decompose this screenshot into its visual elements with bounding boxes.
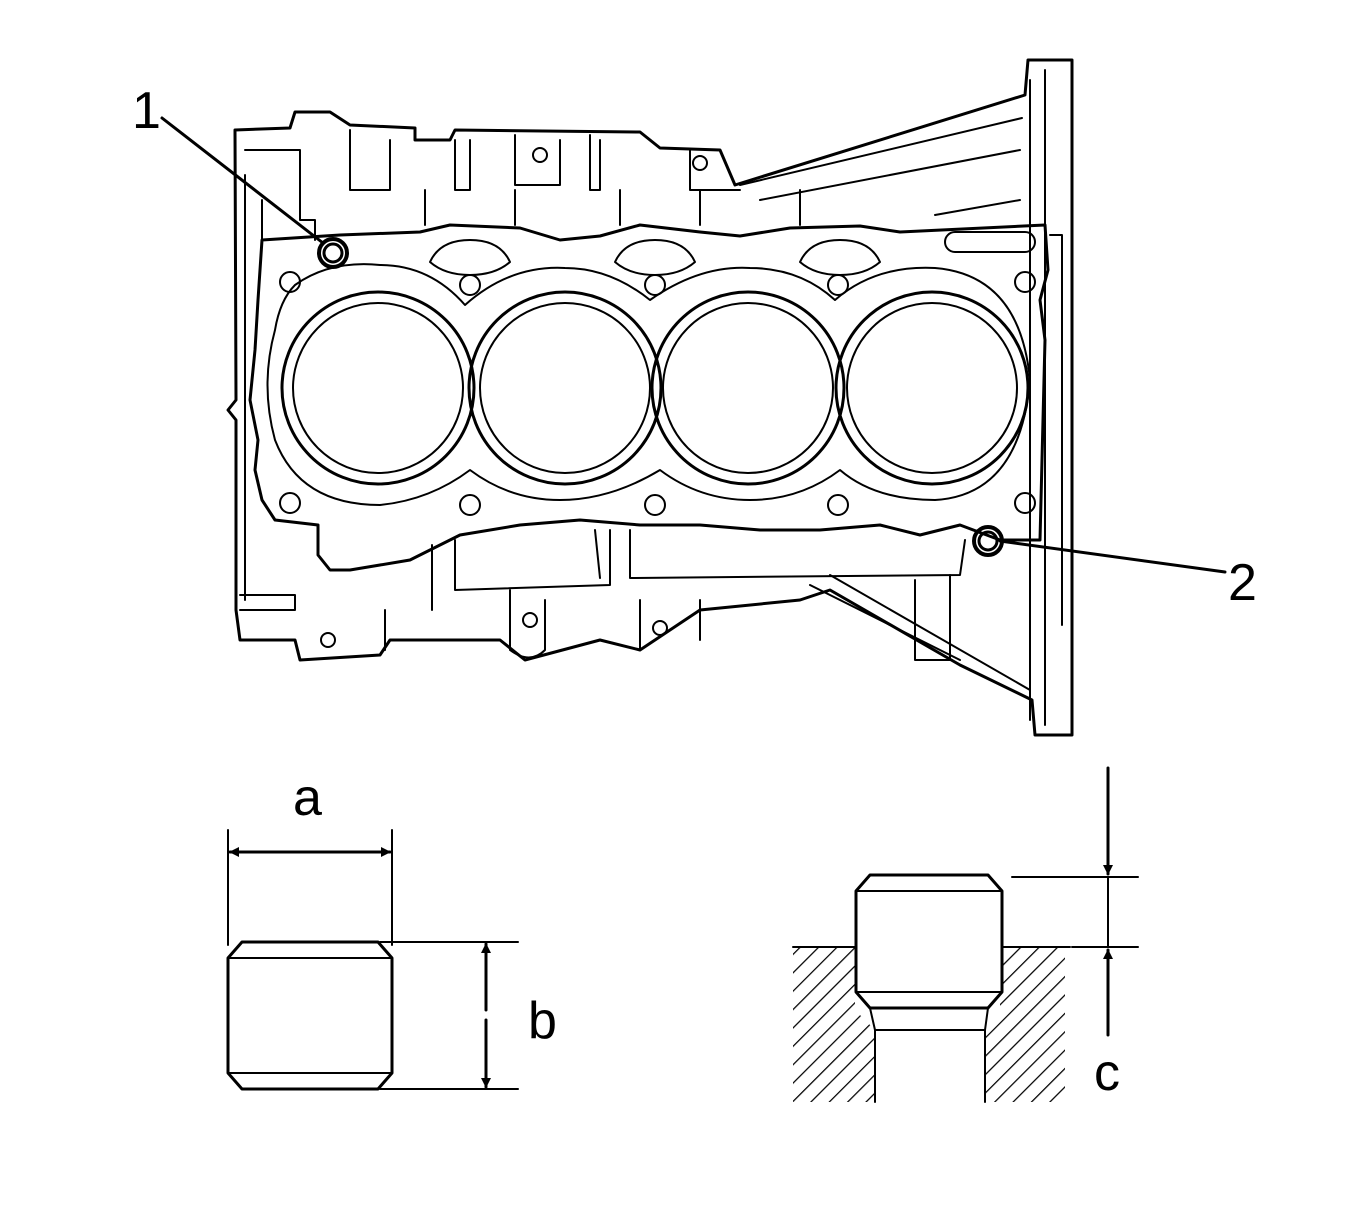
engine-block — [226, 58, 1074, 737]
cylinder-bores — [280, 290, 1030, 486]
head-bolt-holes — [279, 271, 1036, 516]
dowel-pin-dimension-view: a b — [226, 769, 557, 1091]
gasket-band — [266, 263, 1031, 506]
dowel-pin-2 — [972, 525, 1004, 557]
coolant-passages — [429, 231, 1036, 276]
skirt-lines — [809, 574, 1031, 691]
dowel-pin-installed-view: c — [792, 766, 1139, 1103]
callout-2-leader — [998, 539, 1227, 574]
callout-2-label: 2 — [1228, 554, 1257, 612]
deck-surface — [248, 223, 1050, 572]
dim-b-label: b — [528, 992, 557, 1050]
callout-1-label: 1 — [132, 82, 161, 140]
installed-pin-body — [854, 873, 1004, 1010]
flange-rib — [739, 117, 1023, 216]
top-bosses — [244, 129, 801, 241]
lower-castings — [239, 174, 966, 659]
callout-1-leader — [160, 116, 325, 245]
flange-edge — [1029, 69, 1063, 726]
block-outline — [226, 58, 1074, 737]
block-section-right — [985, 947, 1065, 1102]
dowel-pin-body — [226, 940, 394, 1091]
dowel-pin-1 — [317, 237, 349, 269]
dim-a-label: a — [293, 769, 322, 827]
dim-c-label: c — [1094, 1044, 1120, 1102]
